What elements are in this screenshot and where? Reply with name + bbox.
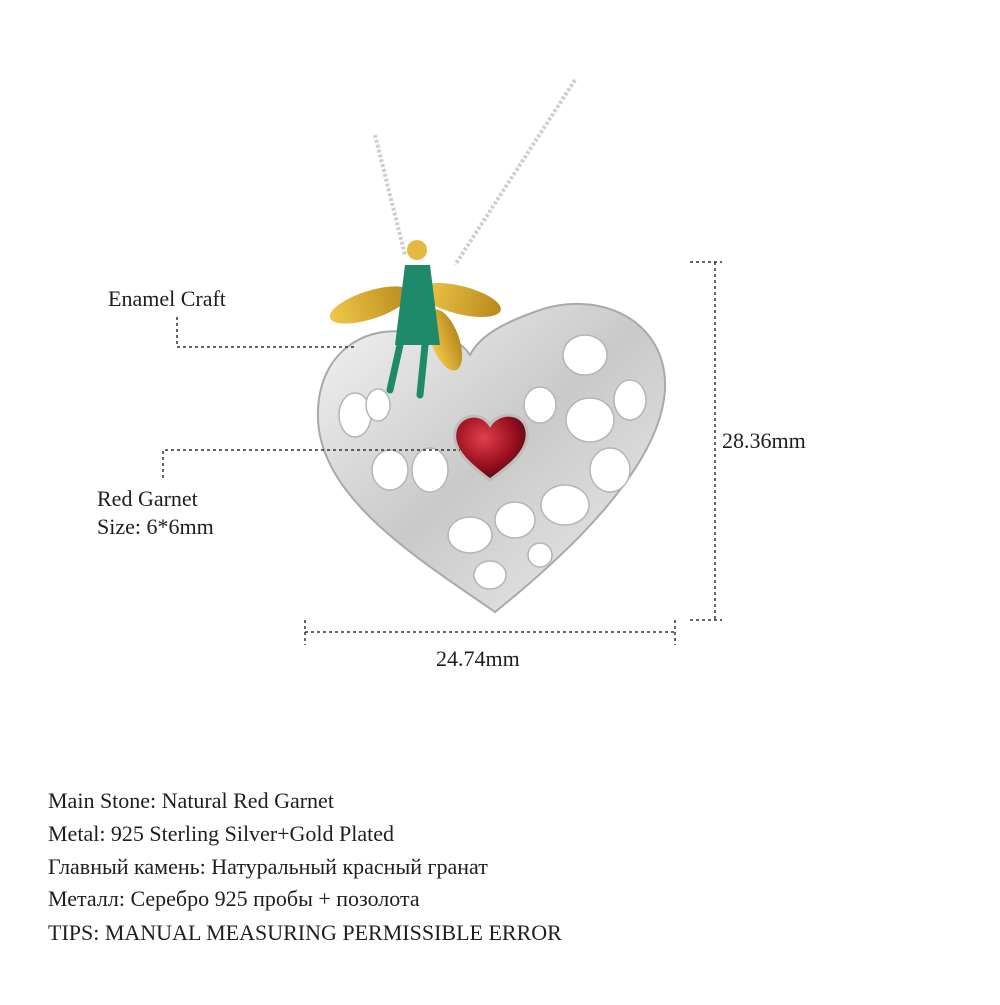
- spec-main-stone: Main Stone: Natural Red Garnet: [48, 788, 334, 813]
- dimension-width: 24.74mm: [436, 646, 520, 671]
- callout-red-garnet: Red Garnet: [97, 486, 198, 511]
- dimension-lines: [304, 261, 722, 645]
- enamel-fairy-figure: [329, 240, 501, 399]
- dimension-height: 28.36mm: [722, 428, 806, 453]
- spec-metal-ru: Металл: Серебро 925 пробы + позолота: [48, 886, 420, 911]
- callout-enamel-craft: Enamel Craft: [108, 286, 226, 311]
- spec-metal: Metal: 925 Sterling Silver+Gold Plated: [48, 821, 395, 846]
- spec-tips: TIPS: MANUAL MEASURING PERMISSIBLE ERROR: [48, 920, 562, 945]
- spec-main-stone-ru: Главный камень: Натуральный красный гран…: [48, 854, 488, 879]
- red-garnet-stone: [453, 413, 529, 482]
- callout-garnet-size: Size: 6*6mm: [97, 514, 214, 539]
- chain: [373, 78, 577, 267]
- callout-lines: [162, 317, 460, 478]
